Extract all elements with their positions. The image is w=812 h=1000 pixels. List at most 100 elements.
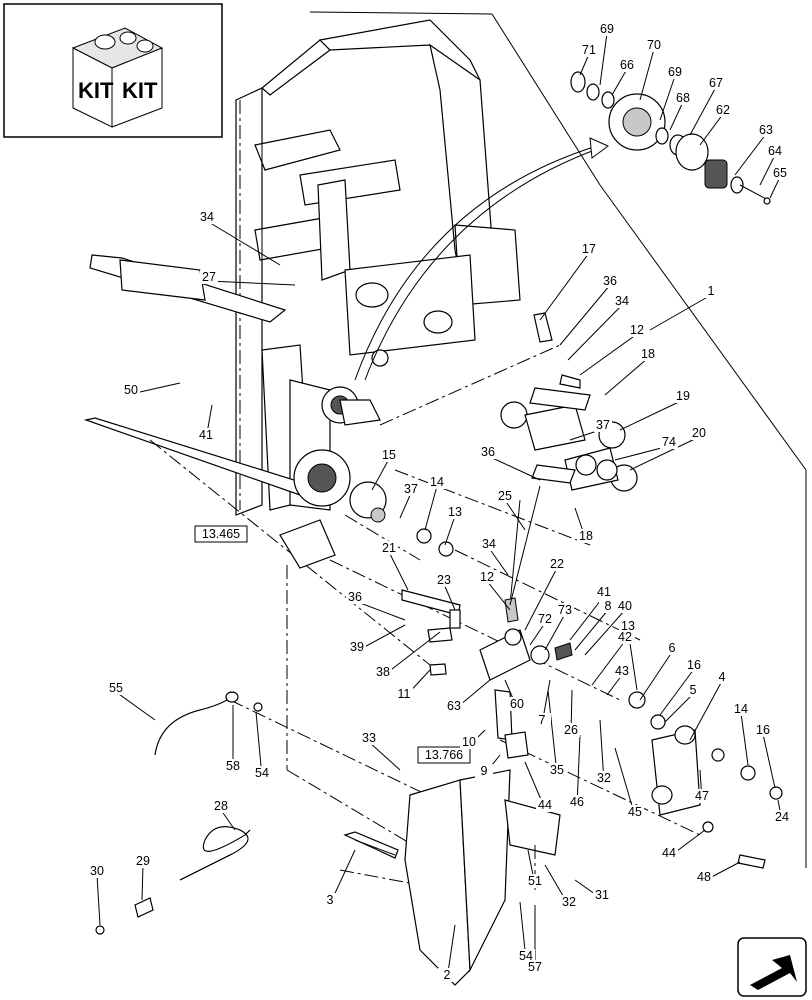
callout-backing <box>321 893 339 907</box>
callout-backing <box>568 795 586 809</box>
callout-backing <box>580 43 598 57</box>
part-callout: 23 <box>437 573 451 587</box>
leader-line <box>659 668 695 716</box>
callout-backing <box>695 870 713 884</box>
part-callout: 46 <box>570 795 584 809</box>
part-callout: 63 <box>447 699 461 713</box>
leader-line <box>629 436 700 471</box>
ref-box-label: 13.766 <box>425 748 463 762</box>
callout-backing <box>348 640 366 654</box>
part-callout: 22 <box>550 557 564 571</box>
part-callout: 12 <box>480 570 494 584</box>
leader-line <box>740 712 749 766</box>
callout-backing <box>598 22 616 36</box>
part-callout: 30 <box>90 864 104 878</box>
part-callout: 58 <box>226 759 240 773</box>
leader-line <box>388 551 409 591</box>
callout-backing <box>660 846 678 860</box>
leader-line <box>354 600 406 621</box>
callout-backing <box>707 76 725 90</box>
leader-line <box>399 492 412 519</box>
callout-backing <box>690 426 708 440</box>
part-callout: 12 <box>630 323 644 337</box>
part-callout: 38 <box>376 665 390 679</box>
part-callout: 4 <box>719 670 726 684</box>
callout-backing <box>639 347 657 361</box>
part-callout: 62 <box>716 103 730 117</box>
leader-line <box>604 357 649 396</box>
part-callout: 70 <box>647 38 661 52</box>
leader-line <box>443 583 456 611</box>
part-callout: 24 <box>775 810 789 824</box>
part-callout: 64 <box>768 144 782 158</box>
callout-backing <box>702 284 720 298</box>
sprocket-assembly <box>293 386 381 507</box>
callout-backing <box>613 664 631 678</box>
leader-line <box>659 75 676 121</box>
part-callout: 37 <box>404 482 418 496</box>
callout-backing <box>684 683 702 697</box>
ref-box-13-465[interactable]: 13.465 <box>194 525 248 543</box>
part-callout: 48 <box>697 870 711 884</box>
part-callout: 28 <box>214 799 228 813</box>
callout-backing <box>438 968 456 982</box>
part-callout: 73 <box>558 603 572 617</box>
callout-backing <box>517 949 535 963</box>
part-callout: 69 <box>668 65 682 79</box>
part-callout: 29 <box>136 854 150 868</box>
callout-backing <box>732 702 750 716</box>
callout-backing <box>475 764 493 778</box>
callout-backing <box>478 570 496 584</box>
baler-frame <box>235 19 521 516</box>
part-callout: 2 <box>444 968 451 982</box>
kit-box-icon: KIT KIT <box>3 3 223 138</box>
part-callout: 11 <box>398 687 411 701</box>
callout-backing <box>713 670 731 684</box>
leader-line <box>611 68 628 96</box>
part-callout: 33 <box>362 731 376 745</box>
callout-backing <box>107 681 125 695</box>
hose-parts <box>95 691 263 935</box>
part-callout: 40 <box>618 599 632 613</box>
callout-backing <box>666 65 684 79</box>
leader-line <box>619 399 684 431</box>
callout-backing <box>773 810 791 824</box>
callout-backing <box>198 210 216 224</box>
part-callout: 18 <box>579 529 593 543</box>
callout-backing <box>496 489 514 503</box>
clutch-assembly-exploded <box>570 71 771 205</box>
callout-backing <box>402 482 420 496</box>
leader-line <box>734 133 767 176</box>
callout-backing <box>674 389 692 403</box>
callout-backing <box>508 697 526 711</box>
part-callout: 63 <box>759 123 773 137</box>
part-callout: 31 <box>595 888 609 902</box>
part-callout: 15 <box>382 448 396 462</box>
part-callout: 60 <box>510 697 524 711</box>
part-callout: 3 <box>327 893 334 907</box>
callout-backing <box>536 612 554 626</box>
part-callout: 50 <box>124 383 138 397</box>
part-callout: 13 <box>448 505 462 519</box>
ref-box-13-766[interactable]: 13.766 <box>417 746 471 764</box>
leader-line <box>96 874 101 926</box>
part-callout: 13 <box>621 619 635 633</box>
leader-line <box>488 547 509 576</box>
arrow-navigation-icon[interactable] <box>737 937 807 997</box>
callout-backing <box>360 731 378 745</box>
leader-line <box>487 455 541 481</box>
callout-backing <box>771 166 789 180</box>
part-callout: 10 <box>462 735 476 749</box>
part-callout: 21 <box>382 541 396 555</box>
callout-backing <box>595 585 613 599</box>
callout-backing <box>593 888 611 902</box>
callout-backing <box>460 735 478 749</box>
callout-backing <box>253 766 271 780</box>
part-callout: 54 <box>519 949 533 963</box>
part-callout: 7 <box>539 713 546 727</box>
frame-boundary <box>309 11 807 868</box>
part-callout: 41 <box>199 428 213 442</box>
part-callout: 45 <box>628 805 642 819</box>
part-callout: 35 <box>550 763 564 777</box>
